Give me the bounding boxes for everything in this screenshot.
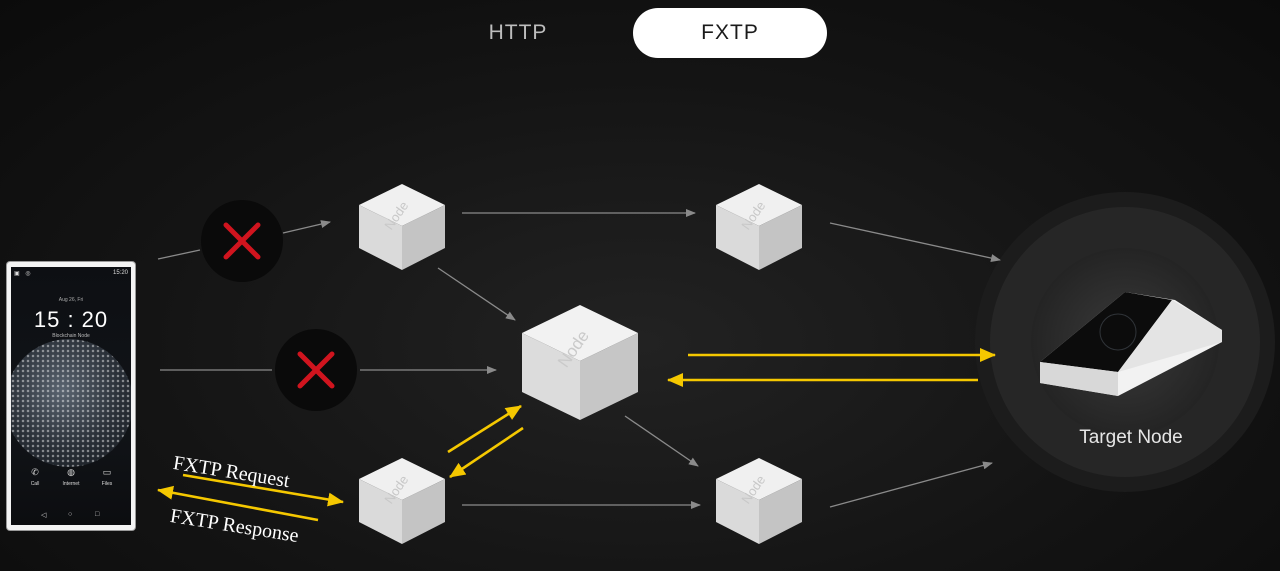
tab-fxtp[interactable]: FXTP — [633, 8, 827, 58]
target-node-device-icon — [1040, 292, 1222, 396]
arrow-central-to-node-c — [449, 426, 524, 479]
phone-icon: ✆ — [31, 467, 39, 477]
phone-dock: ✆ Call ◍ Internet ▭ Files — [11, 467, 131, 497]
planet-icon: ◍ — [67, 467, 75, 477]
phone-device: ▣ ◎ 15:20 Aug 26, Fri 15 : 20 Blockchain… — [7, 262, 135, 530]
phone-clock: 15 : 20 — [33, 307, 109, 332]
phone-screen: ▣ ◎ 15:20 Aug 26, Fri 15 : 20 Blockchain… — [11, 267, 131, 525]
node-cube-top-right: Node — [716, 184, 802, 270]
blocked-marker-top — [201, 200, 283, 282]
node-cube-top-left: Node — [359, 184, 445, 270]
dock-item-call[interactable]: ✆ Call — [15, 467, 55, 487]
status-time: 15:20 — [112, 270, 128, 276]
phone-node-name: Blockchain Node — [52, 333, 90, 339]
arrow-central-to-node-d — [624, 415, 699, 467]
phone-status-bar: ▣ ◎ 15:20 — [14, 269, 128, 279]
target-node-label: Target Node — [1079, 427, 1183, 448]
arrow-node-a-to-central — [437, 267, 516, 321]
blocked-marker-middle — [275, 329, 357, 411]
arrow-node-b-to-target — [829, 222, 1001, 262]
globe-icon — [11, 339, 131, 467]
arrow-node-c-to-central — [447, 404, 522, 454]
dock-item-internet[interactable]: ◍ Internet — [51, 467, 91, 487]
dock-item-files[interactable]: ▭ Files — [87, 467, 127, 487]
arrow-node-d-to-target — [829, 461, 993, 508]
tab-http[interactable]: HTTP — [488, 21, 548, 44]
back-icon[interactable]: ◁ — [41, 512, 47, 519]
phone-date: Aug 26, Fri — [58, 297, 84, 303]
home-icon[interactable]: ○ — [68, 511, 73, 518]
arrow-block1-to-node-a — [282, 220, 331, 234]
protocol-tabs: HTTP FXTP — [0, 8, 1280, 60]
node-cube-central: Node — [522, 305, 638, 420]
recents-icon[interactable]: □ — [95, 511, 100, 518]
node-cube-bottom-left: Node — [359, 458, 445, 544]
phone-nav-bar: ◁ ○ □ — [11, 511, 131, 521]
folder-icon: ▭ — [102, 467, 112, 477]
arrow-fxtp-response — [157, 485, 319, 522]
status-icons: ▣ ◎ — [14, 271, 33, 277]
node-cube-bottom-right: Node — [716, 458, 802, 544]
arrow-fxtp-request — [182, 473, 344, 507]
arrow-phone-to-block1 — [157, 249, 201, 260]
